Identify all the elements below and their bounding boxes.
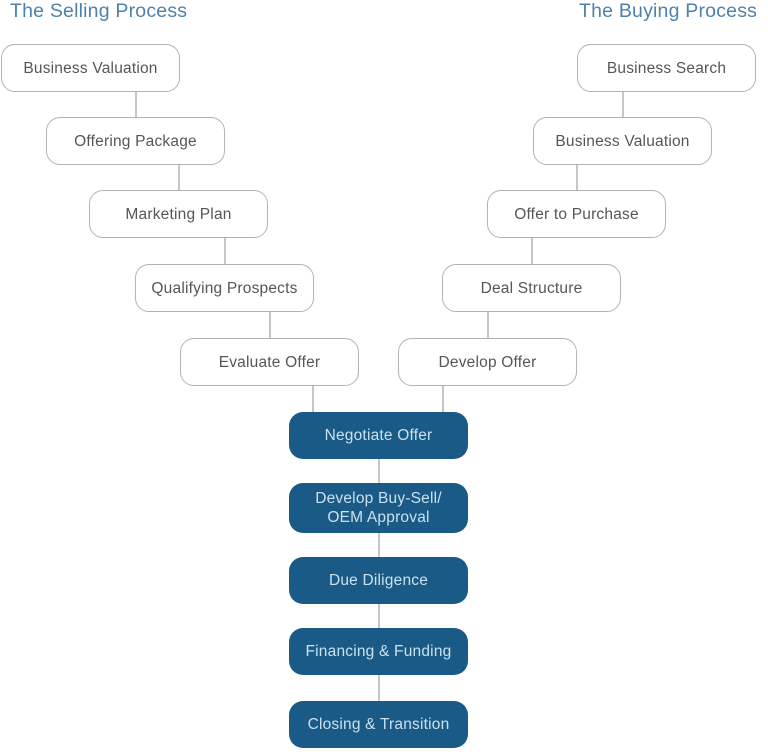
- buying-step-business-search: Business Search: [577, 44, 756, 92]
- connector-line: [134, 92, 137, 117]
- connector-line: [486, 312, 489, 338]
- shared-step-negotiate-offer: Negotiate Offer: [289, 412, 468, 459]
- connector-line: [575, 165, 578, 190]
- connector-line: [377, 533, 380, 557]
- shared-step-develop-buy-sell-oem-approval: Develop Buy-Sell/ OEM Approval: [289, 483, 468, 533]
- connector-line: [223, 238, 226, 264]
- connector-line: [621, 92, 624, 117]
- connector-line: [442, 386, 444, 412]
- connector-line: [268, 312, 271, 338]
- shared-step-closing-and-transition: Closing & Transition: [289, 701, 468, 748]
- buying-step-develop-offer: Develop Offer: [398, 338, 577, 386]
- connector-line: [377, 675, 380, 701]
- buying-step-deal-structure: Deal Structure: [442, 264, 621, 312]
- selling-step-offering-package: Offering Package: [46, 117, 225, 165]
- buying-process-title: The Buying Process: [579, 0, 758, 22]
- shared-step-financing-and-funding: Financing & Funding: [289, 628, 468, 675]
- connector-line: [312, 386, 314, 412]
- connector-line: [377, 459, 380, 483]
- selling-step-evaluate-offer: Evaluate Offer: [180, 338, 359, 386]
- connector-line: [530, 238, 533, 264]
- buying-step-offer-to-purchase: Offer to Purchase: [487, 190, 666, 238]
- connector-line: [377, 604, 380, 628]
- selling-step-marketing-plan: Marketing Plan: [89, 190, 268, 238]
- connector-line: [177, 165, 180, 190]
- selling-process-title: The Selling Process: [10, 0, 188, 22]
- buying-step-business-valuation: Business Valuation: [533, 117, 712, 165]
- selling-step-qualifying-prospects: Qualifying Prospects: [135, 264, 314, 312]
- selling-step-business-valuation: Business Valuation: [1, 44, 180, 92]
- shared-step-due-diligence: Due Diligence: [289, 557, 468, 604]
